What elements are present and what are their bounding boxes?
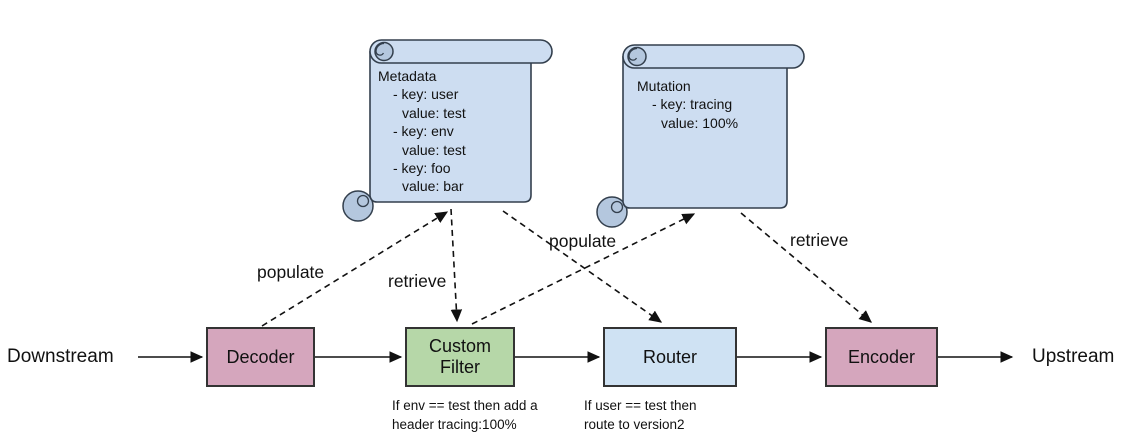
metadata-scroll-body bbox=[369, 51, 532, 203]
mutation-entry: - key: tracing bbox=[652, 96, 733, 113]
metadata-scroll-bottom-curl bbox=[342, 190, 374, 222]
edge-populate-mutation-label: populate bbox=[549, 231, 617, 251]
node-router: Router bbox=[603, 327, 737, 387]
mutation-entry: value: 100% bbox=[661, 114, 739, 131]
metadata-scroll-bottom-curl-inner bbox=[356, 194, 370, 208]
mutation-scroll-top-curl-inner bbox=[628, 47, 638, 61]
metadata-scroll-title: Metadata bbox=[378, 68, 437, 84]
metadata-scroll-roll bbox=[369, 39, 553, 64]
custom-filter-caption: If env == test then add a header tracing… bbox=[392, 398, 538, 432]
edge-retrieve-metadata-label: retrieve bbox=[388, 271, 447, 291]
node-encoder-label: Encoder bbox=[847, 346, 916, 367]
mutation-scroll-roll bbox=[622, 44, 805, 69]
metadata-scroll-top-curl bbox=[374, 41, 394, 62]
metadata-entry: value: test bbox=[402, 104, 466, 121]
node-encoder: Encoder bbox=[825, 327, 938, 387]
metadata-entry: - key: user bbox=[393, 86, 459, 103]
downstream-label: Downstream bbox=[7, 346, 114, 367]
metadata-scroll-shape bbox=[342, 39, 553, 222]
upstream-label: Upstream bbox=[1032, 346, 1115, 367]
metadata-scroll-top-curl-inner bbox=[375, 42, 385, 56]
edge-retrieve-mutation-label: retrieve bbox=[790, 230, 849, 250]
mutation-scroll-body bbox=[622, 56, 788, 209]
node-custom-filter-label: Custom Filter bbox=[428, 336, 491, 377]
edge-metadata-router-line bbox=[502, 210, 663, 323]
node-decoder-label: Decoder bbox=[226, 346, 295, 367]
node-router-label: Router bbox=[642, 346, 698, 367]
mutation-scroll-bottom-curl-inner bbox=[610, 200, 624, 214]
metadata-entry: - key: foo bbox=[393, 160, 451, 177]
mutation-scroll-top-curl bbox=[627, 46, 647, 67]
edge-populate-metadata-line bbox=[261, 211, 449, 327]
mutation-scroll-text: Mutation - key: tracing value: 100% bbox=[637, 77, 738, 132]
edge-retrieve-metadata-line bbox=[450, 208, 463, 323]
mutation-scroll-bottom-curl bbox=[596, 196, 628, 228]
metadata-entry: - key: env bbox=[393, 123, 454, 140]
edge-retrieve-mutation-line bbox=[740, 212, 872, 323]
metadata-scroll-text: Metadata - key: user value: test - key: … bbox=[378, 67, 466, 196]
mutation-scroll-title: Mutation bbox=[637, 78, 691, 94]
node-custom-filter: Custom Filter bbox=[405, 327, 515, 387]
metadata-entry: value: test bbox=[402, 141, 466, 158]
mutation-scroll-shape bbox=[596, 44, 805, 228]
edge-populate-metadata-label: populate bbox=[257, 262, 325, 282]
node-decoder: Decoder bbox=[206, 327, 315, 387]
router-caption: If user == test then route to version2 bbox=[584, 398, 697, 432]
metadata-entry: value: bar bbox=[402, 178, 464, 195]
